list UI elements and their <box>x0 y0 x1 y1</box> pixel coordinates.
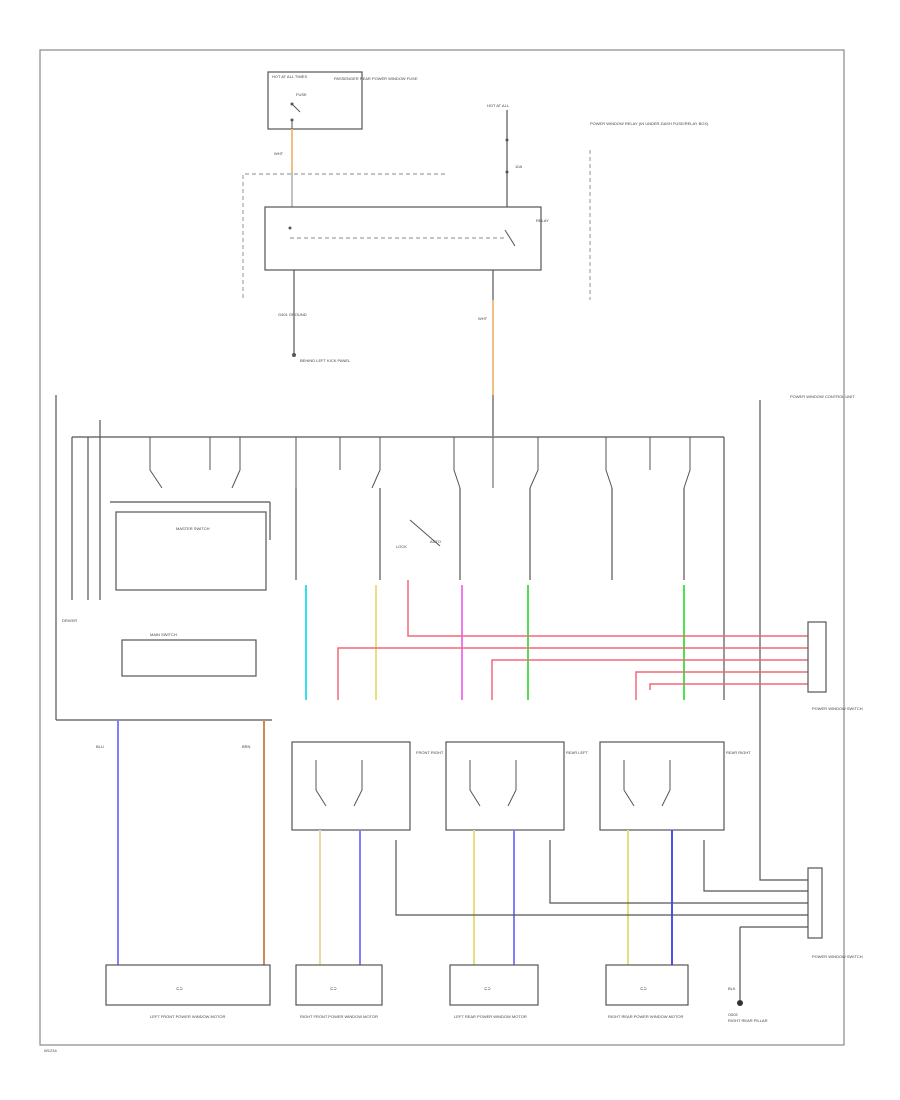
connector-lower-right <box>807 867 823 939</box>
svg-text:REAR LEFT: REAR LEFT <box>566 750 589 755</box>
svg-text:LEFT FRONT POWER WINDOW MOTOR: LEFT FRONT POWER WINDOW MOTOR <box>150 1014 225 1019</box>
svg-text:RIGHT REAR POWER WINDOW MOTOR: RIGHT REAR POWER WINDOW MOTOR <box>608 1014 684 1019</box>
svg-text:AUTO: AUTO <box>430 539 441 544</box>
svg-text:HOT AT ALL: HOT AT ALL <box>487 103 510 108</box>
motor-rf: ⊆⊇ RIGHT FRONT POWER WINDOW MOTOR <box>295 964 383 1019</box>
red-wire-bus <box>337 580 808 700</box>
svg-text:LEFT REAR POWER WINDOW MOTOR: LEFT REAR POWER WINDOW MOTOR <box>454 1014 527 1019</box>
ground-br-label: G502 <box>728 1012 739 1017</box>
svg-text:FUSE: FUSE <box>296 92 307 97</box>
svg-text:⊆⊇: ⊆⊇ <box>176 986 183 991</box>
ground-label-left: G401 GROUND <box>278 312 307 317</box>
ground-br-desc: RIGHT REAR PILLAR <box>728 1018 768 1023</box>
svg-text:MASTER SWITCH: MASTER SWITCH <box>176 526 210 531</box>
footer-code: W1234 <box>44 1048 57 1053</box>
ground-left <box>292 353 296 357</box>
motor-rr: ⊆⊇ RIGHT REAR POWER WINDOW MOTOR <box>605 964 689 1019</box>
motor-lf: ⊆⊇ LEFT FRONT POWER WINDOW MOTOR <box>105 964 271 1019</box>
motor-lr: ⊆⊇ LEFT REAR POWER WINDOW MOTOR <box>449 964 539 1019</box>
svg-text:⊆⊇: ⊆⊇ <box>330 986 337 991</box>
hot-feed-mid: HOT AT ALL 10A <box>487 103 522 215</box>
svg-text:DRIVER: DRIVER <box>62 618 77 623</box>
connector-right-label: POWER WINDOW SWITCH <box>812 706 863 711</box>
wire-label: WHT <box>478 316 488 321</box>
sub-switches: FRONT RIGHT REAR LEFT REAR RIGHT <box>291 741 751 831</box>
ground-desc-left: BEHIND LEFT KICK PANEL <box>300 358 351 363</box>
dashed-boundary-top <box>242 173 448 298</box>
svg-text:LOCK: LOCK <box>396 544 407 549</box>
ground-br <box>737 1000 743 1006</box>
wire-label: BRN <box>242 744 251 749</box>
svg-text:RIGHT FRONT POWER WINDOW MOTOR: RIGHT FRONT POWER WINDOW MOTOR <box>300 1014 378 1019</box>
connector-right <box>807 621 827 693</box>
svg-text:FRONT RIGHT: FRONT RIGHT <box>416 750 444 755</box>
ground-bus <box>395 700 808 1000</box>
svg-text:HOT AT ALL TIMES: HOT AT ALL TIMES <box>272 74 307 79</box>
wire-label: BLU <box>96 744 104 749</box>
wire-label: BLK <box>728 986 736 991</box>
svg-text:⊆⊇: ⊆⊇ <box>640 986 647 991</box>
wire-label: WHT <box>274 151 284 156</box>
svg-text:10A: 10A <box>515 164 522 169</box>
master-switch-assembly: DRIVER MASTER SWITCH MAIN SWITCH LOCK AU… <box>55 394 855 721</box>
svg-text:POWER WINDOW CONTROL UNIT: POWER WINDOW CONTROL UNIT <box>790 394 855 399</box>
svg-text:REAR RIGHT: REAR RIGHT <box>726 750 751 755</box>
svg-text:RELAY: RELAY <box>536 218 549 223</box>
svg-text:MAIN SWITCH: MAIN SWITCH <box>150 632 177 637</box>
power-window-relay: RELAY <box>264 206 549 271</box>
relay-desc: POWER WINDOW RELAY (IN UNDER-DASH FUSE/R… <box>590 121 709 126</box>
svg-text:⊆⊇: ⊆⊇ <box>484 986 491 991</box>
svg-text:PASSENGER REAR POWER WINDOW FU: PASSENGER REAR POWER WINDOW FUSE <box>334 76 418 81</box>
connector-lower-label: POWER WINDOW SWITCH <box>812 954 863 959</box>
fuse-box: HOT AT ALL TIMES PASSENGER REAR POWER WI… <box>267 71 418 130</box>
